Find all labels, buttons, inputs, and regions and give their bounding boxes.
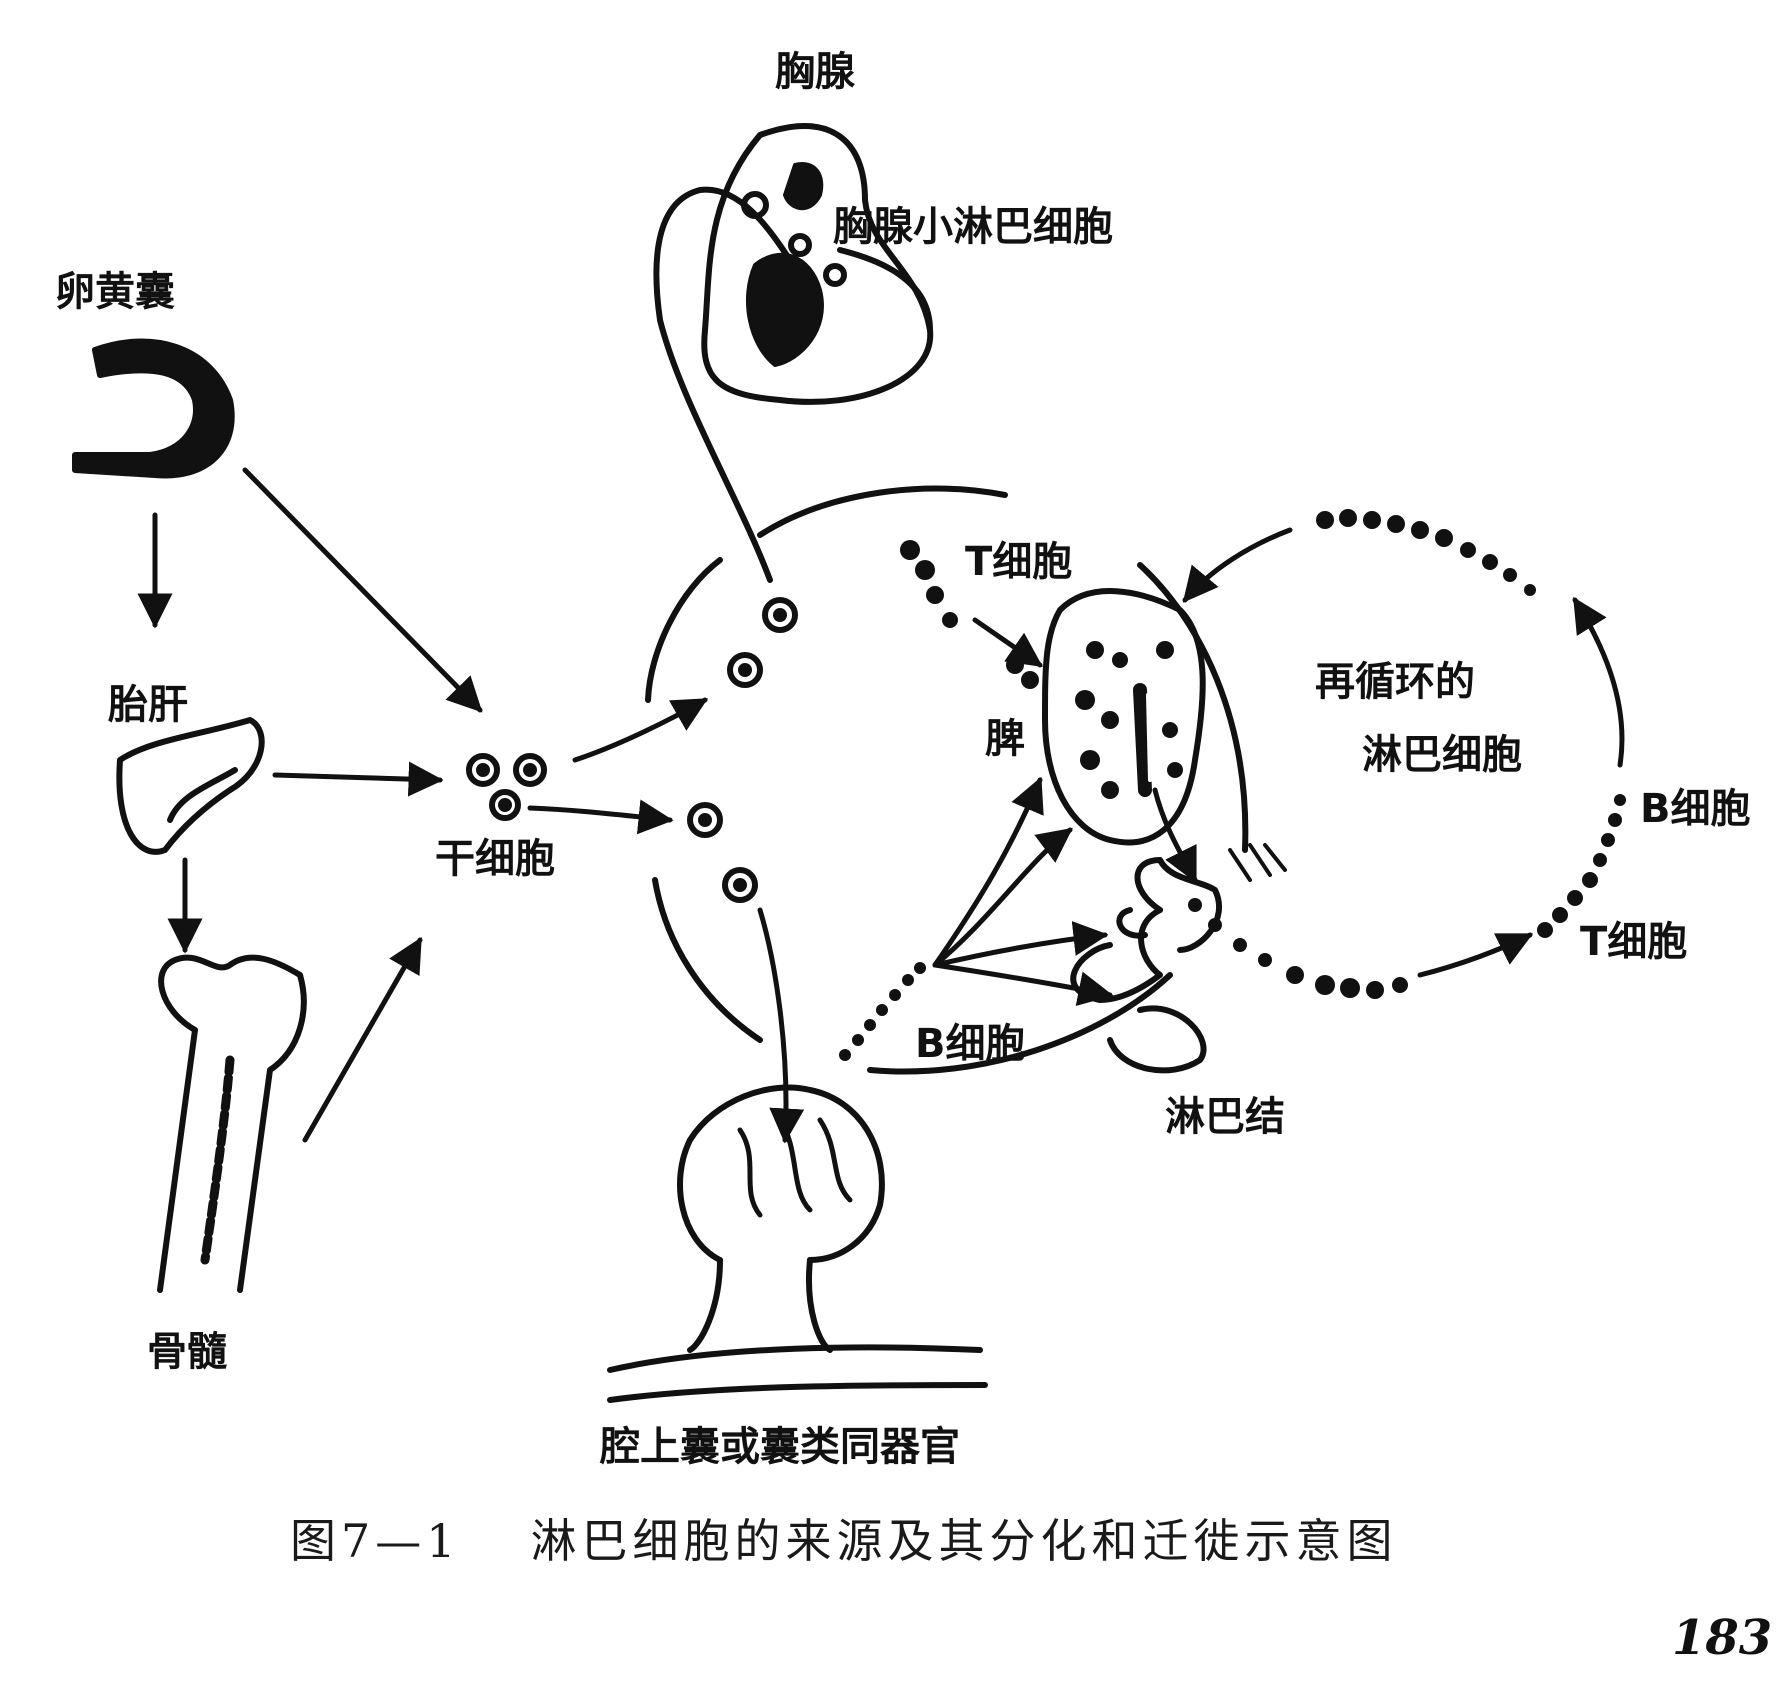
label-yolk-sac: 卵黄囊 <box>55 269 175 315</box>
page-number: 183 <box>1672 1610 1773 1666</box>
thymus-drawing <box>701 123 934 405</box>
arrows <box>137 467 1625 1144</box>
fetal-liver-drawing <box>116 717 265 855</box>
label-t-cell-right: T细胞 <box>1580 919 1687 965</box>
spleen-drawing <box>1042 588 1206 846</box>
ring-cells <box>687 191 847 903</box>
figure-caption: 图7—1 淋巴细胞的来源及其分化和迁徙示意图 <box>290 1505 1398 1571</box>
bone-marrow-drawing <box>157 954 307 1293</box>
label-t-cell-upper: T细胞 <box>965 539 1072 585</box>
cell-trails <box>839 509 1626 1061</box>
label-stem-cell: 干细胞 <box>435 836 555 882</box>
label-thymic-lymphocyte: 胸腺小淋巴细胞 <box>833 204 1113 250</box>
label-b-cell-right: B细胞 <box>1640 786 1751 832</box>
bursa-drawing <box>607 1084 988 1403</box>
lymph-node-drawing <box>1070 843 1287 1074</box>
label-gut-organ: 腔上囊或囊类同器官 <box>599 1424 960 1470</box>
label-fetal-liver: 胎肝 <box>108 682 188 728</box>
figure-title: 淋巴细胞的来源及其分化和迁徙示意图 <box>530 1514 1398 1568</box>
stem-cells <box>466 753 547 821</box>
label-thymus: 胸腺 <box>775 49 856 95</box>
thymus-output-path <box>837 247 933 333</box>
migration-ring <box>645 485 1249 1075</box>
label-bone-marrow: 骨髓 <box>147 1329 227 1375</box>
label-recirculating-1: 再循环的 <box>1315 659 1475 705</box>
label-recirculating-2: 淋巴细胞 <box>1362 732 1522 778</box>
figure-number: 图7—1 <box>290 1514 461 1568</box>
label-spleen: 脾 <box>985 716 1025 762</box>
yolk-sac-drawing <box>72 338 235 479</box>
label-b-cell-lower: B细胞 <box>915 1021 1026 1067</box>
label-lymph-node: 淋巴结 <box>1165 1094 1285 1140</box>
